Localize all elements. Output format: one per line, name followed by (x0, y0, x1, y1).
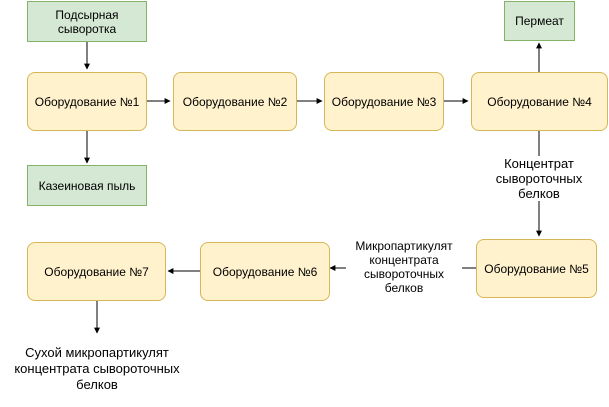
node-eq5: Оборудование №5 (476, 239, 597, 298)
node-input: Подсырная сыворотка (27, 1, 147, 42)
node-eq2: Оборудование №2 (173, 72, 297, 131)
label-micro: Микропартикулят концентрата сывороточных… (346, 239, 462, 295)
node-eq1-label: Оборудование №1 (34, 94, 140, 109)
node-eq3: Оборудование №3 (324, 72, 444, 131)
node-eq4: Оборудование №4 (471, 72, 608, 131)
label-dry-text: Сухой микропартикулят концентрата сыворо… (14, 345, 180, 392)
label-micro-text: Микропартикулят концентрата сывороточных… (355, 239, 453, 295)
node-eq7-label: Оборудование №7 (44, 264, 149, 279)
node-casein-label: Казеиновая пыль (38, 178, 136, 193)
label-concentrate-text: Концентрат сывороточных белков (495, 156, 583, 201)
node-eq5-label: Оборудование №5 (484, 261, 589, 276)
node-eq6-label: Оборудование №6 (212, 264, 318, 279)
label-concentrate: Концентрат сывороточных белков (486, 156, 592, 201)
node-eq3-label: Оборудование №3 (331, 94, 437, 109)
node-eq6: Оборудование №6 (200, 242, 330, 301)
node-eq1: Оборудование №1 (27, 72, 147, 131)
label-dry: Сухой микропартикулят концентрата сыворо… (4, 345, 190, 393)
node-permeate-label: Пермеат (515, 14, 564, 28)
node-permeate: Пермеат (504, 1, 575, 41)
node-eq7: Оборудование №7 (27, 242, 166, 301)
node-eq2-label: Оборудование №2 (182, 94, 288, 109)
node-casein: Казеиновая пыль (27, 165, 147, 206)
node-input-label: Подсырная сыворотка (55, 7, 119, 36)
node-eq4-label: Оборудование №4 (487, 94, 592, 109)
